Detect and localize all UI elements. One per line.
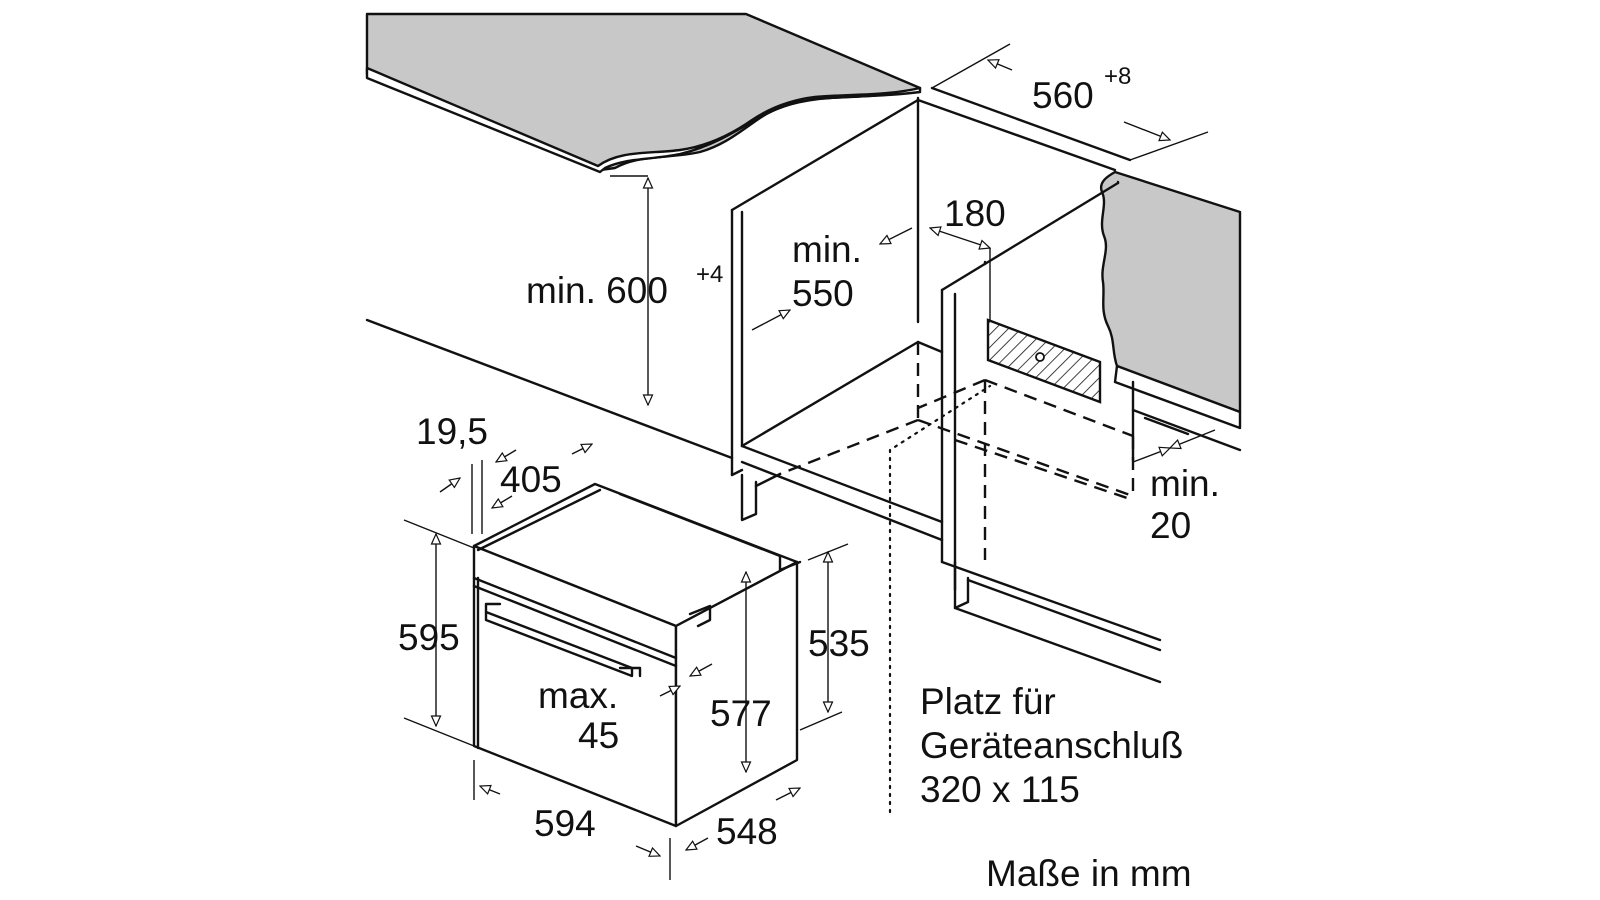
label-inner-height: 577: [710, 693, 772, 734]
connection-note-line3: 320 x 115: [920, 769, 1080, 810]
connection-box: [986, 318, 1102, 404]
countertop-right: [1099, 170, 1242, 430]
label-niche-height: min. 600: [526, 270, 668, 311]
label-door-max-line1: max.: [538, 675, 618, 716]
cabinet-niche: [365, 86, 1242, 684]
label-oven-body-height: 535: [808, 623, 870, 664]
connection-note-line1: Platz für: [920, 681, 1056, 722]
label-gap-min-line2: 20: [1150, 505, 1191, 546]
label-depth-min-line1: min.: [792, 229, 862, 270]
label-socket-offset: 180: [944, 193, 1006, 234]
connection-lead: [888, 384, 992, 814]
label-gap-min-line1: min.: [1150, 463, 1220, 504]
label-panel-depth: 405: [500, 459, 562, 500]
label-oven-width: 594: [534, 803, 596, 844]
label-panel-thickness: 19,5: [416, 411, 488, 452]
label-niche-width-tolerance: +8: [1104, 63, 1131, 90]
hidden-lines: [779, 342, 1135, 560]
label-oven-depth: 548: [716, 811, 778, 852]
oven: [472, 482, 802, 828]
dimension-lines: [403, 43, 1216, 880]
connection-note: Platz für Geräteanschluß 320 x 115: [920, 681, 1183, 810]
connection-note-line2: Geräteanschluß: [920, 725, 1183, 766]
label-door-max-line2: 45: [578, 715, 619, 756]
dimension-labels: 560 +8 min. 600 +4 min. 550 180 min. 20 …: [398, 63, 1220, 852]
label-niche-width: 560: [1032, 75, 1094, 116]
label-niche-height-tolerance: +4: [696, 261, 723, 288]
label-depth-min-line2: 550: [792, 273, 854, 314]
label-oven-height: 595: [398, 617, 460, 658]
countertop-left: [365, 12, 922, 174]
units-note: Maße in mm: [986, 853, 1192, 894]
